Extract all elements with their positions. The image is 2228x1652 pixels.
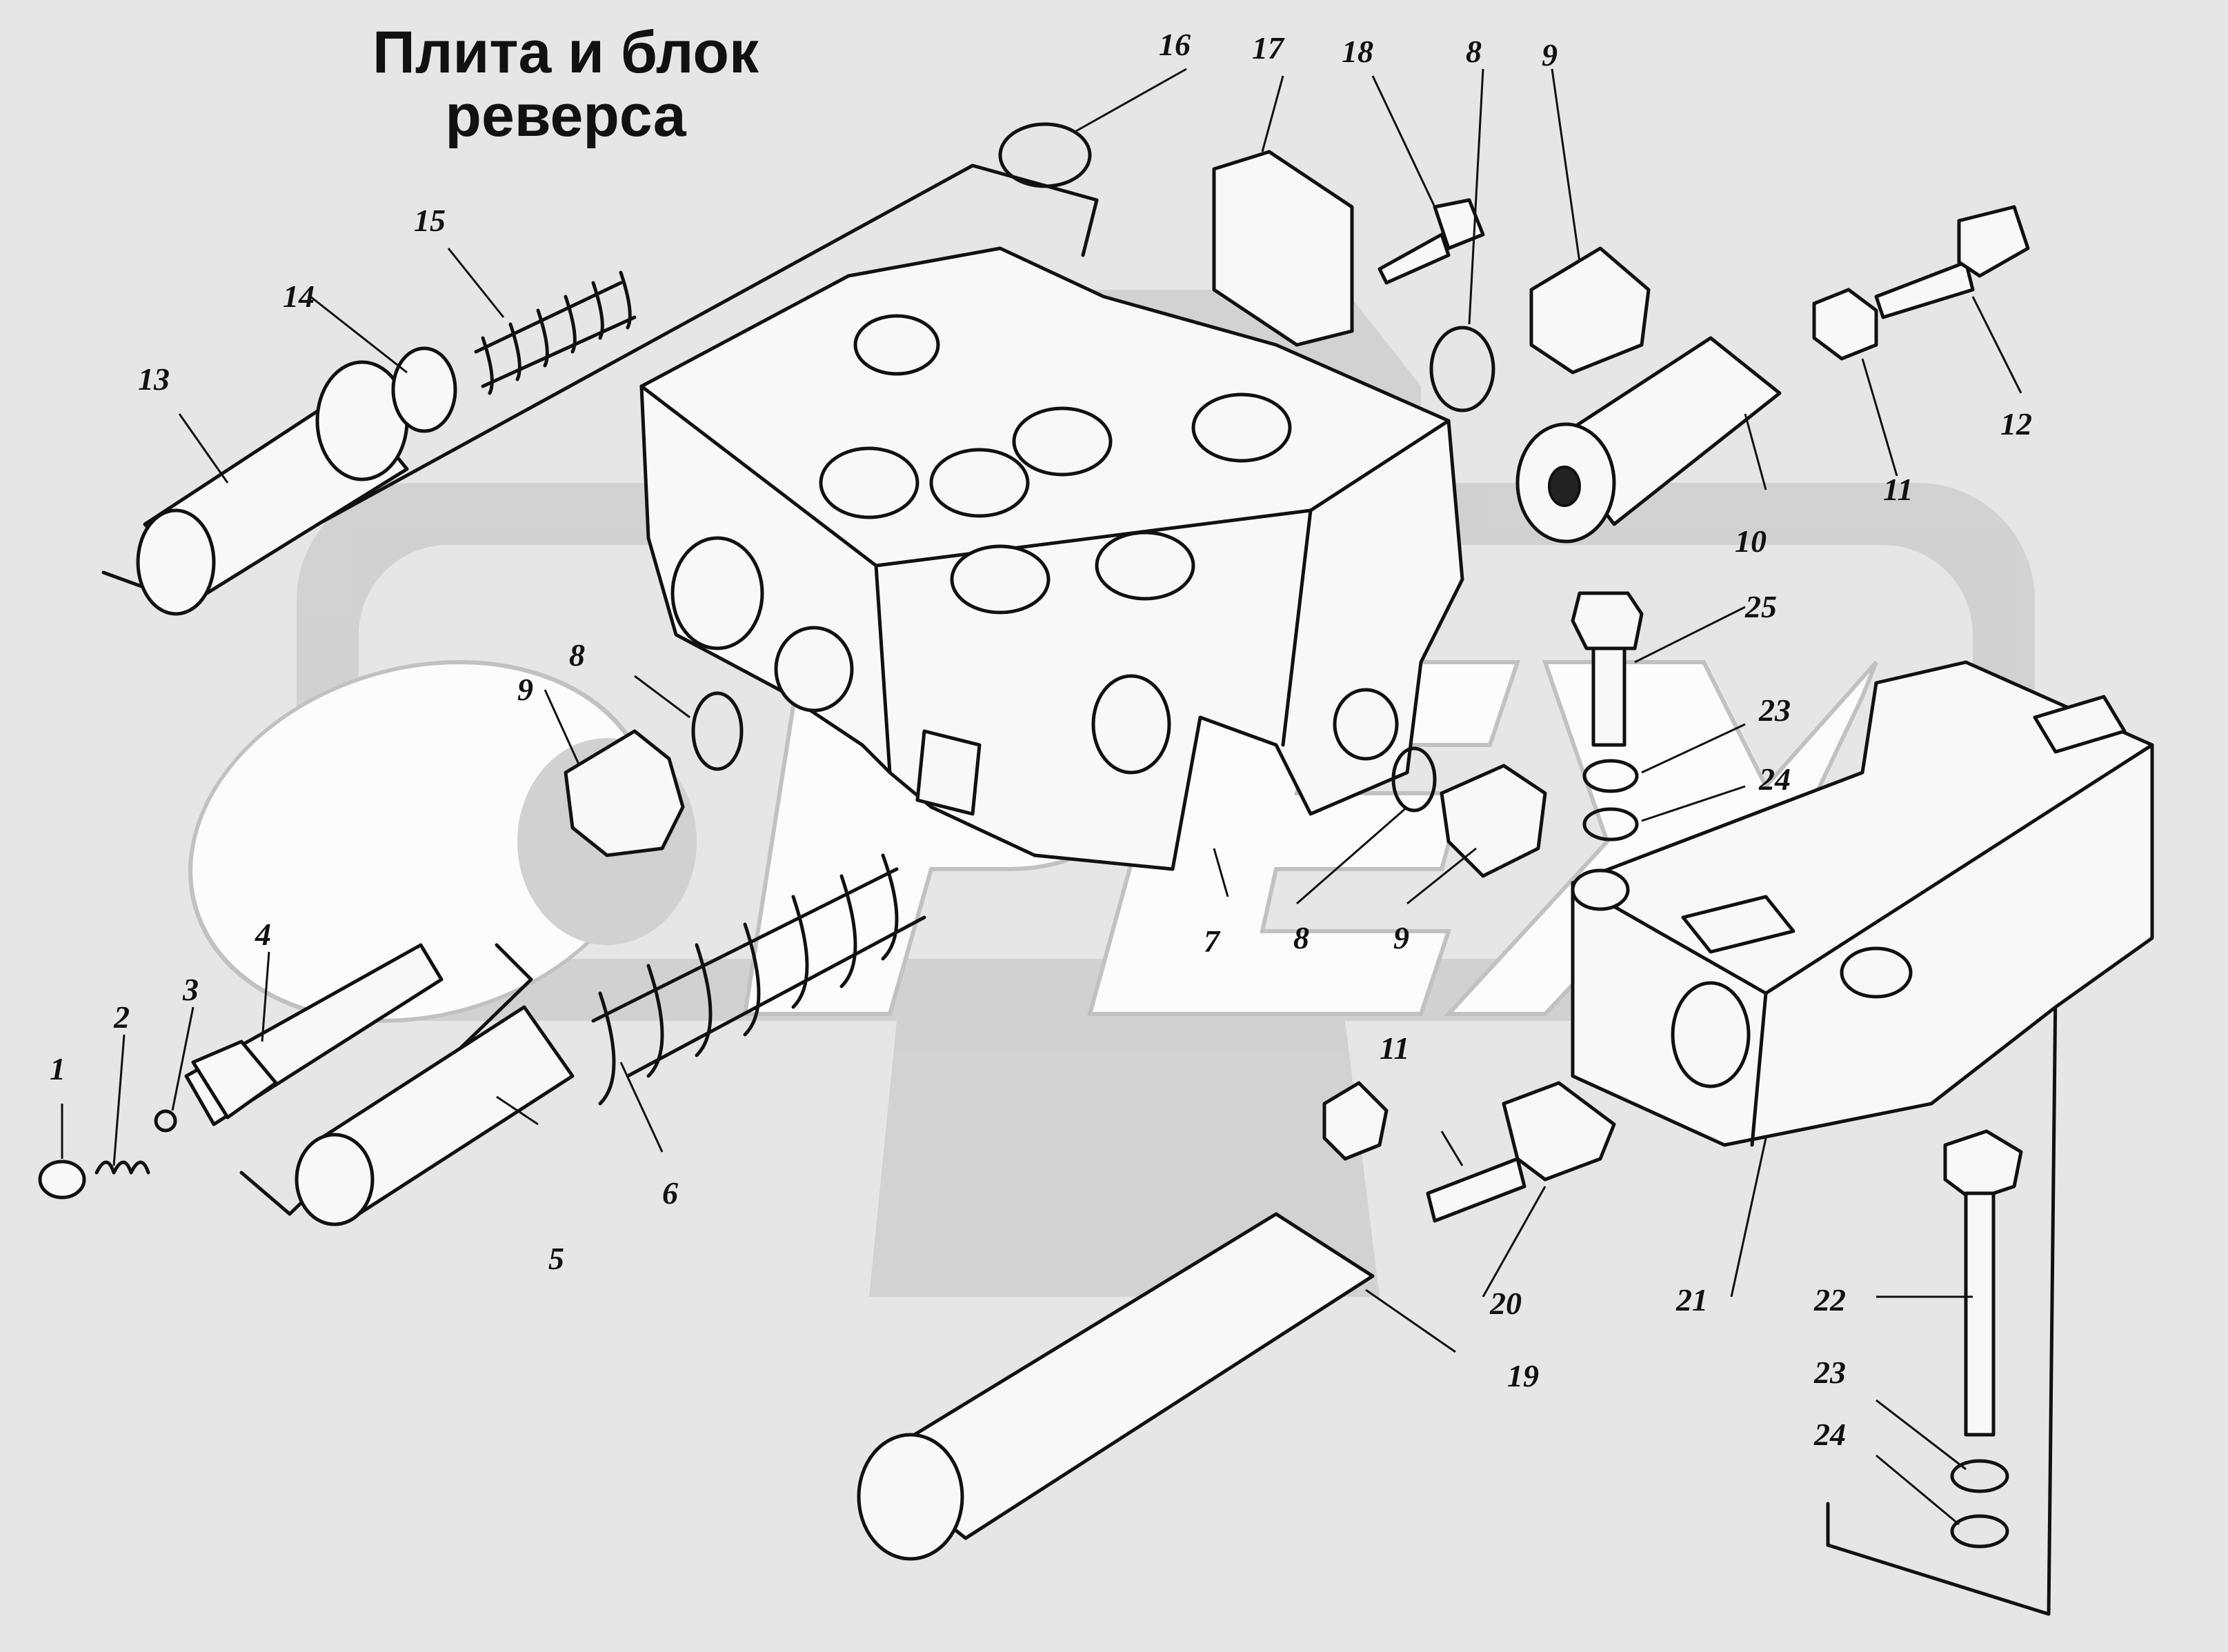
callout-8-top: 8 <box>1466 34 1482 69</box>
callout-20: 20 <box>1489 1286 1522 1321</box>
ball-3 <box>154 1109 177 1133</box>
callout-5: 5 <box>548 1241 564 1276</box>
callout-6: 6 <box>662 1175 678 1211</box>
callout-25: 25 <box>1744 589 1777 624</box>
callout-23-lower: 23 <box>1813 1355 1846 1390</box>
title-line-2: реверса <box>445 83 686 149</box>
title-line-1: Плита и блок <box>372 19 759 86</box>
spool-13 <box>136 360 409 616</box>
o-ring-16 <box>998 122 1092 188</box>
callout-16: 16 <box>1159 27 1191 62</box>
washer-23-upper <box>1582 759 1639 793</box>
callout-18: 18 <box>1342 34 1373 69</box>
callout-13: 13 <box>138 361 170 397</box>
washer-23-lower <box>1950 1459 2009 1493</box>
callout-23-upper: 23 <box>1758 693 1791 728</box>
reverse-plate-body <box>639 246 1464 871</box>
callout-15: 15 <box>414 203 446 238</box>
o-ring-8-top <box>1429 326 1495 412</box>
ring-14 <box>391 346 457 433</box>
nut-11-top <box>1812 288 1878 361</box>
callout-17: 17 <box>1252 30 1285 66</box>
callout-11-lower: 11 <box>1380 1031 1409 1066</box>
bolt-20 <box>1426 1081 1616 1223</box>
sleeve-10 <box>1515 336 1782 544</box>
plug-9-left <box>564 729 685 857</box>
bolt-12 <box>1874 205 2030 319</box>
callout-7: 7 <box>1204 924 1221 959</box>
callout-8-mid: 8 <box>1293 920 1309 955</box>
valve-4 <box>184 943 444 1126</box>
plug-9-top <box>1529 246 1651 375</box>
bolt-18 <box>1377 198 1485 285</box>
o-ring-8-left <box>691 691 744 771</box>
callout-9-left: 9 <box>517 672 533 707</box>
callout-1: 1 <box>50 1051 66 1086</box>
callout-12: 12 <box>2000 406 2032 441</box>
callout-24-lower: 24 <box>1813 1417 1846 1452</box>
callout-4: 4 <box>255 917 271 952</box>
callout-11-top: 11 <box>1883 472 1913 507</box>
sleeve-5 <box>295 1005 575 1226</box>
callout-9-mid: 9 <box>1393 920 1409 955</box>
callout-2: 2 <box>113 999 130 1035</box>
callout-19: 19 <box>1507 1358 1539 1393</box>
callout-14: 14 <box>283 279 315 314</box>
bolt-22 <box>1943 1129 2023 1437</box>
leader-lines <box>61 68 2022 1526</box>
callout-24-upper: 24 <box>1758 762 1791 797</box>
reverse-block-21 <box>1571 660 2154 1147</box>
washer-24-lower <box>1950 1514 2009 1549</box>
callout-9-top: 9 <box>1542 37 1558 72</box>
cover-17 <box>1212 150 1354 347</box>
diagram-title: Плита и блок реверса <box>304 21 828 148</box>
spring-6 <box>591 853 926 1106</box>
bolt-25 <box>1571 591 1644 747</box>
callout-8-left: 8 <box>569 637 585 673</box>
plug-9-mid <box>1440 764 1547 878</box>
callout-10: 10 <box>1735 524 1767 559</box>
callout-3: 3 <box>182 972 199 1007</box>
washer-24-upper <box>1582 807 1639 842</box>
spring-2 <box>95 1160 150 1175</box>
spring-15 <box>474 270 637 395</box>
o-ring-8-mid <box>1391 746 1437 813</box>
nut-11-lower <box>1322 1081 1389 1161</box>
cap-1 <box>38 1160 86 1200</box>
callout-21: 21 <box>1675 1282 1708 1317</box>
spool-19 <box>857 1212 1375 1561</box>
callout-22: 22 <box>1813 1282 1846 1317</box>
